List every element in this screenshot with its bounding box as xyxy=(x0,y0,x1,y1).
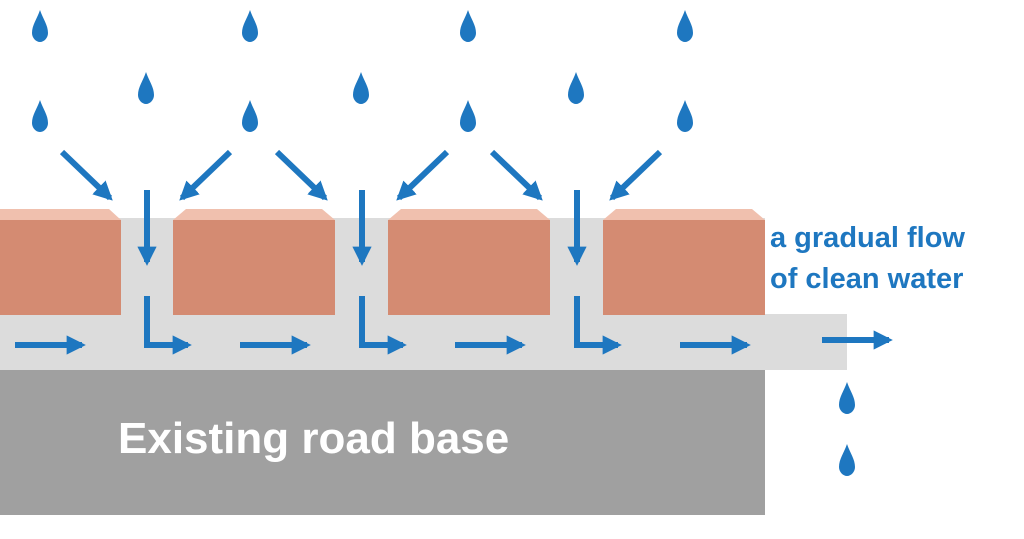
arrow-icon xyxy=(59,149,113,201)
raindrop-icon xyxy=(839,382,855,414)
road-base-layer xyxy=(0,370,765,515)
raindrop-icon xyxy=(839,444,855,476)
raindrop-icon xyxy=(460,10,476,42)
paver xyxy=(0,209,121,315)
paver xyxy=(388,209,550,315)
raindrop-icon xyxy=(677,10,693,42)
flow-label-line2: of clean water xyxy=(770,263,963,295)
raindrop-icon xyxy=(568,72,584,104)
flow-arrows xyxy=(15,149,893,355)
paver xyxy=(603,209,765,315)
road-base-label: Existing road base xyxy=(118,414,509,463)
arrow-icon xyxy=(359,296,407,355)
arrow-icon xyxy=(396,149,450,201)
raindrop-icon xyxy=(242,10,258,42)
flow-label-line1: a gradual flow xyxy=(770,222,965,254)
arrow-icon xyxy=(609,149,663,201)
raindrop-icon xyxy=(32,10,48,42)
pavers xyxy=(0,209,765,315)
raindrop-icon xyxy=(677,100,693,132)
arrow-icon xyxy=(179,149,233,201)
arrow-icon xyxy=(274,149,328,201)
arrow-icon xyxy=(144,296,192,355)
raindrop-icon xyxy=(353,72,369,104)
raindrop-icon xyxy=(242,100,258,132)
arrow-icon xyxy=(574,296,622,355)
raindrop-icon xyxy=(32,100,48,132)
paver xyxy=(173,209,335,315)
raindrop-icon xyxy=(138,72,154,104)
arrow-icon xyxy=(489,149,543,201)
raindrop-icon xyxy=(460,100,476,132)
